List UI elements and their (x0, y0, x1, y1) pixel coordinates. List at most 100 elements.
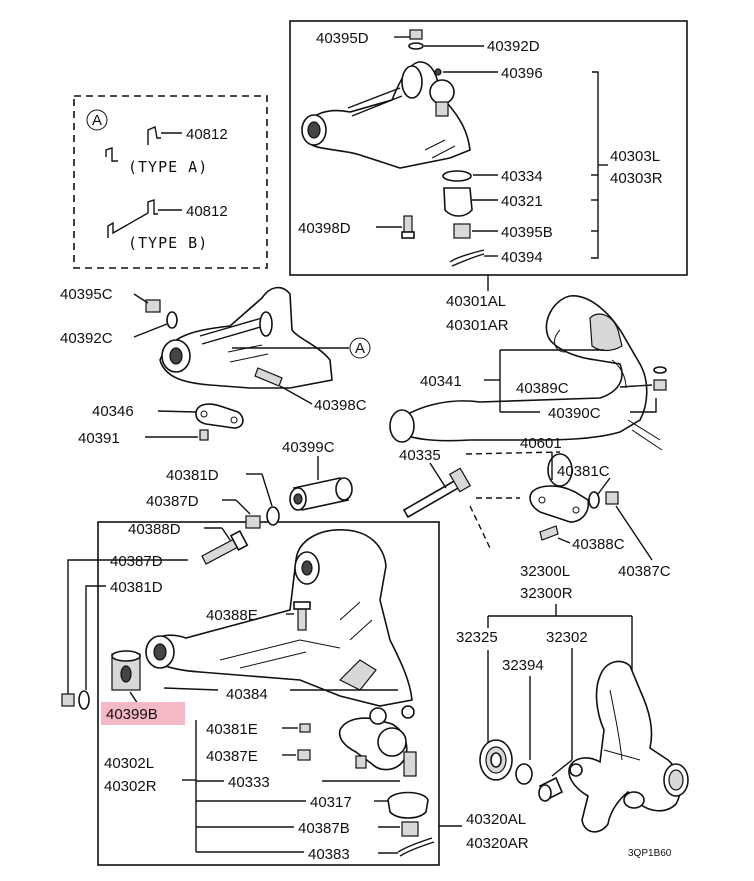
part-40388D[interactable]: 40388D (128, 521, 181, 538)
upper-arm-assembly-drawing (301, 61, 471, 169)
bracket-40601-icon (529, 453, 590, 523)
part-40391[interactable]: 40391 (78, 430, 120, 447)
part-40812-type-b[interactable]: 40812 (186, 203, 228, 220)
lower-arm-drawing (145, 529, 413, 707)
nut-40395B-icon (453, 223, 471, 239)
boot-40317-icon (387, 791, 429, 819)
part-40389C[interactable]: 40389C (516, 380, 569, 397)
part-40399B-highlight (101, 702, 185, 725)
type-b-label: (TYPE B) (128, 234, 208, 252)
type-detail-frame (73, 95, 268, 269)
bolt-40335-icon (402, 467, 472, 519)
part-40387C[interactable]: 40387C (618, 563, 671, 580)
nut-40389C-icon (653, 379, 667, 391)
part-32300R[interactable]: 32300R (520, 585, 573, 602)
part-40317[interactable]: 40317 (310, 794, 352, 811)
part-40303R[interactable]: 40303R (610, 170, 663, 187)
part-40334[interactable]: 40334 (501, 168, 543, 185)
part-40392C[interactable]: 40392C (60, 330, 113, 347)
steering-knuckle-drawing (568, 660, 689, 833)
bushing-40399C-icon (289, 477, 353, 511)
part-40381E[interactable]: 40381E (206, 721, 258, 738)
part-40346[interactable]: 40346 (92, 403, 134, 420)
nut-40387D-lower-icon (61, 693, 75, 707)
pin-40396-icon (434, 68, 442, 76)
boot-40321-icon (443, 187, 473, 217)
callout-a-main: A (232, 337, 371, 359)
part-40387D-lower[interactable]: 40387D (110, 553, 163, 570)
part-40383[interactable]: 40383 (308, 846, 350, 863)
part-40302L[interactable]: 40302L (104, 755, 154, 772)
nut-40387E-icon (297, 749, 311, 761)
washer-40390C-icon (653, 366, 667, 374)
part-40392D[interactable]: 40392D (487, 38, 540, 55)
part-40381D-upper[interactable]: 40381D (166, 467, 219, 484)
washer-40392C-icon (166, 311, 178, 329)
washer-40381C-icon (588, 491, 600, 509)
part-40321[interactable]: 40321 (501, 193, 543, 210)
nut-40387C-icon (605, 491, 619, 505)
bushing-40399B-icon (111, 650, 141, 691)
part-40301AR[interactable]: 40301AR (446, 317, 509, 334)
part-40320AR[interactable]: 40320AR (466, 835, 529, 852)
part-40388C[interactable]: 40388C (572, 536, 625, 553)
part-40390C[interactable]: 40390C (548, 405, 601, 422)
part-40398C[interactable]: 40398C (314, 397, 367, 414)
part-40395C[interactable]: 40395C (60, 286, 113, 303)
clip-type-b-icon (107, 199, 158, 238)
washer-40381D-icon (266, 506, 280, 526)
part-40381C[interactable]: 40381C (557, 463, 610, 480)
bolt-40398C-icon (254, 367, 283, 387)
bolt-40388E-icon (293, 601, 311, 631)
seal-32325-icon (479, 739, 513, 781)
ball-joint-40302-icon (338, 707, 417, 777)
part-40812-type-a[interactable]: 40812 (186, 126, 228, 143)
part-40388E[interactable]: 40388E (206, 607, 258, 624)
strut-bar-drawing (389, 295, 663, 451)
part-40387E[interactable]: 40387E (206, 748, 258, 765)
nut-40387B-icon (401, 821, 419, 837)
upper-arm-drawing (159, 286, 333, 389)
part-40301AL[interactable]: 40301AL (446, 293, 506, 310)
clip-type-a-icon (105, 126, 161, 162)
nut-40395C-icon (145, 299, 161, 313)
part-40303L[interactable]: 40303L (610, 148, 660, 165)
part-40384[interactable]: 40384 (226, 686, 268, 703)
bolt-40388C-icon (539, 525, 559, 541)
part-32394[interactable]: 32394 (502, 657, 544, 674)
part-40381D-lower[interactable]: 40381D (110, 579, 163, 596)
part-40333[interactable]: 40333 (228, 774, 270, 791)
part-32300L[interactable]: 32300L (520, 563, 570, 580)
washer-40392D-icon (408, 42, 424, 50)
ring-40334-icon (442, 170, 472, 182)
part-40302R[interactable]: 40302R (104, 778, 157, 795)
callout-a-main-label: A (355, 340, 365, 357)
part-32302[interactable]: 32302 (546, 629, 588, 646)
washer-40381D-lower-icon (78, 690, 90, 710)
part-40398D[interactable]: 40398D (298, 220, 351, 237)
part-40395B[interactable]: 40395B (501, 224, 553, 241)
part-40341[interactable]: 40341 (420, 373, 462, 390)
part-32325[interactable]: 32325 (456, 629, 498, 646)
part-40601[interactable]: 40601 (520, 435, 562, 452)
nut-40395D-icon (409, 29, 423, 40)
part-40394[interactable]: 40394 (501, 249, 543, 266)
part-40399C[interactable]: 40399C (282, 439, 335, 456)
cotter-pin-40394-icon (449, 249, 485, 267)
spacer-32302-icon (538, 776, 564, 802)
part-40387D-upper[interactable]: 40387D (146, 493, 199, 510)
nut-40387D-icon (245, 515, 261, 529)
part-40335[interactable]: 40335 (399, 447, 441, 464)
bolt-40391-icon (199, 429, 209, 441)
part-40387B[interactable]: 40387B (298, 820, 350, 837)
part-40399B[interactable]: 40399B (106, 706, 158, 723)
diagram-code: 3QP1B60 (628, 848, 672, 859)
ring-32394-icon (515, 763, 533, 785)
part-40320AL[interactable]: 40320AL (466, 811, 526, 828)
part-40396[interactable]: 40396 (501, 65, 543, 82)
part-40395D[interactable]: 40395D (316, 30, 369, 47)
bolt-40398D-icon (401, 215, 415, 239)
bolt-40388D-icon (201, 529, 249, 565)
callout-a-label: A (92, 112, 102, 129)
